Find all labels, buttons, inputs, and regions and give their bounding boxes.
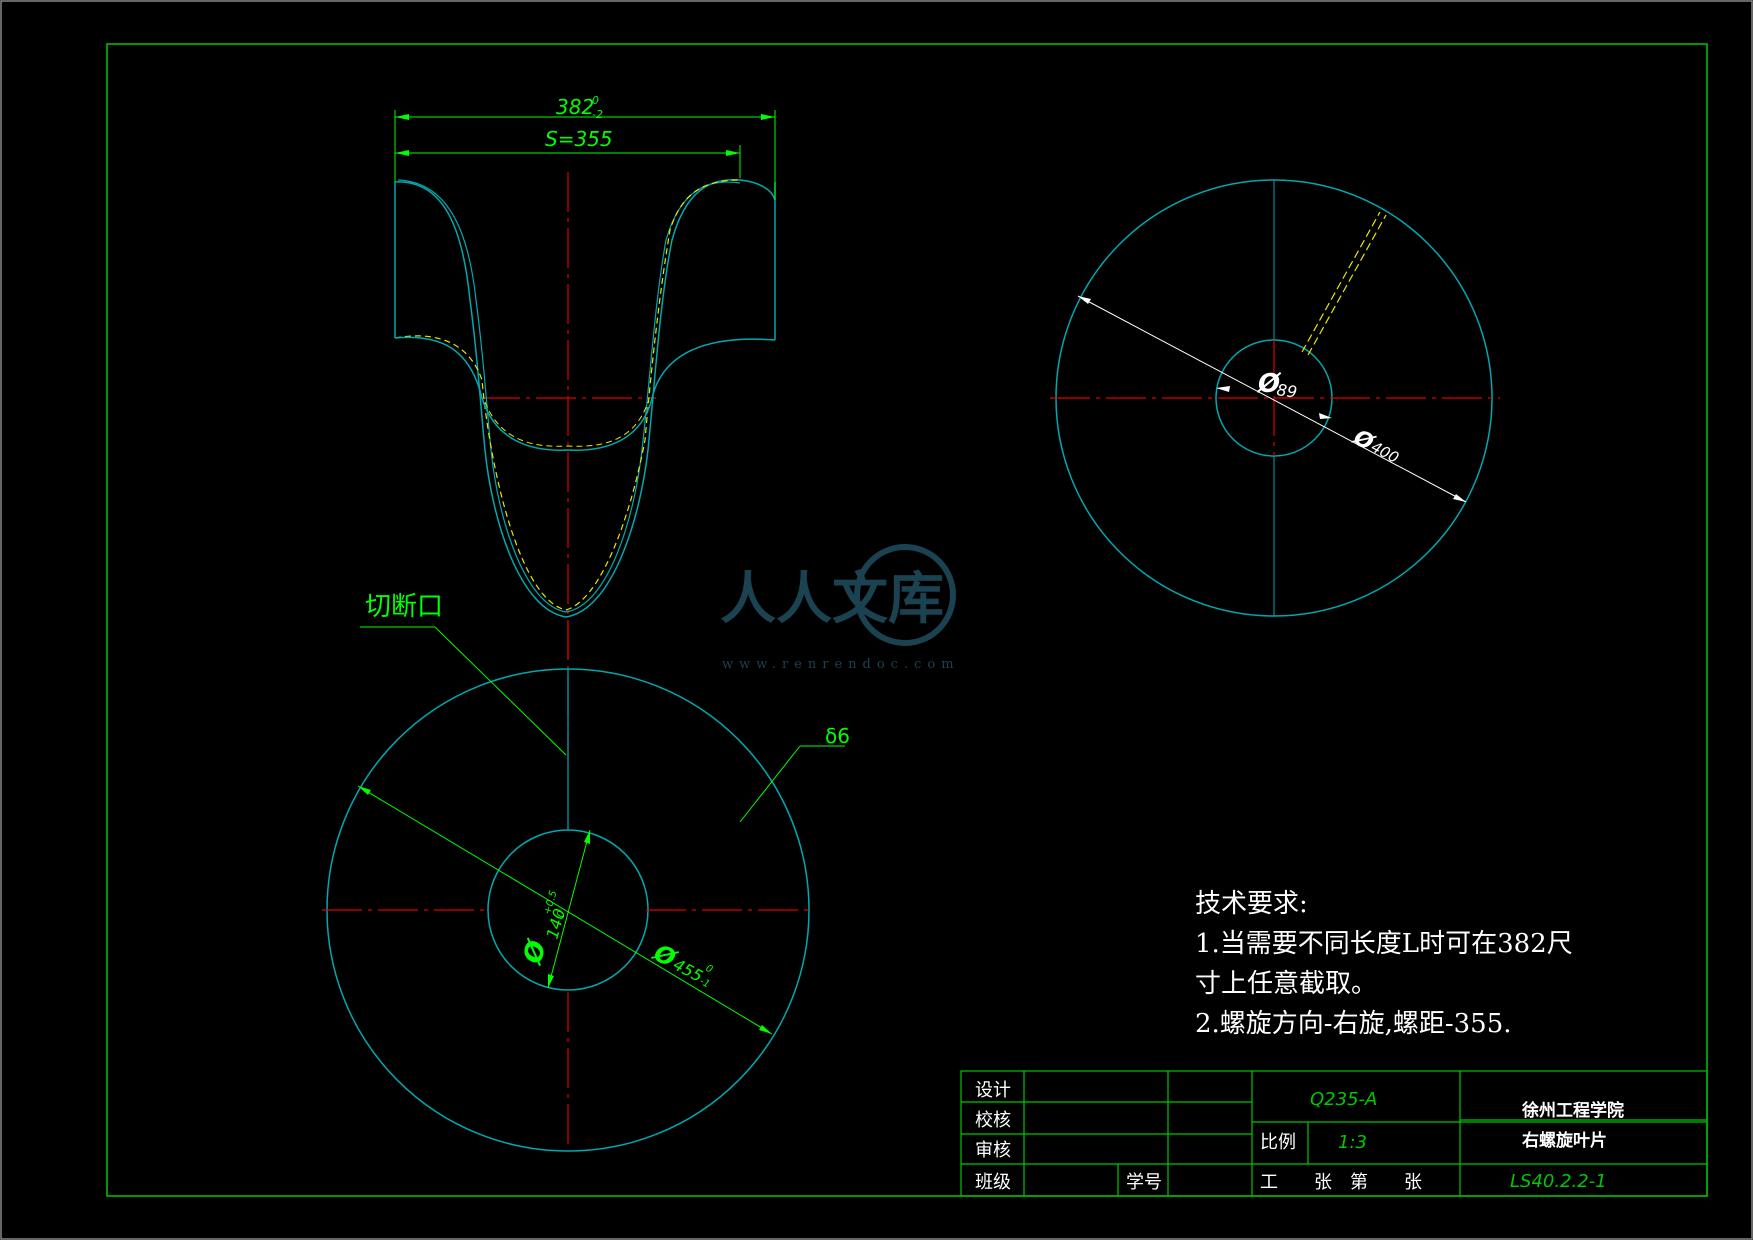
dim-455-arrow-b (759, 1025, 772, 1034)
blade-blank-view (322, 620, 845, 1152)
blade-outer-contour (394, 179, 776, 618)
watermark-text: 人人文库 (720, 567, 944, 632)
dim-pitch-arrow-left (395, 150, 409, 156)
watermark: 人人文库 www.renrendoc.com (720, 544, 960, 672)
end-view-cut-slot-a (1301, 211, 1381, 353)
dim-382-main: 382 (556, 95, 594, 119)
dim-89-arrow-b (1319, 413, 1332, 419)
tb-review: 审核 (975, 1140, 1011, 1161)
dim-455-tol-upper: 0 (704, 963, 715, 976)
thickness-leader (739, 745, 801, 823)
tb-class: 班级 (975, 1172, 1011, 1193)
dim-140-line (547, 829, 591, 989)
watermark-url: www.renrendoc.com (722, 657, 960, 672)
tb-student-no: 学号 (1126, 1172, 1162, 1193)
dim-140-symbol: Ø (517, 936, 553, 969)
cut-label: 切断口 (365, 592, 443, 622)
blade-end-view (1050, 179, 1500, 617)
dim-89-symbol: Ø (1256, 369, 1282, 399)
dim-pitch-text: S=355 (545, 127, 613, 151)
dim-382-arrow-right (761, 114, 775, 120)
dim-89-text: 89 (1275, 380, 1298, 402)
dim-400-line (1077, 295, 1467, 503)
end-view-cut-slot-b (1307, 214, 1387, 356)
tb-material: Q235-A (1310, 1089, 1377, 1110)
dim-382-arrow-left (395, 114, 409, 120)
blade-left-shoulder (394, 336, 483, 399)
tb-scale-label: 比例 (1260, 1132, 1296, 1153)
tech-req-heading: 技术要求: (1195, 889, 1308, 919)
dim-pitch-arrow-right (726, 150, 740, 156)
tb-part-name: 右螺旋叶片 (1522, 1130, 1607, 1151)
blade-outer-contour-2 (397, 179, 741, 613)
tech-req-line3: 2.螺旋方向-右旋,螺距-355. (1195, 1009, 1512, 1039)
blade-hidden-edge (394, 179, 741, 611)
tb-scale-value: 1:3 (1338, 1132, 1367, 1153)
dim-140-arrow-a (548, 974, 554, 988)
dim-400-arrow-a (1078, 296, 1091, 304)
drawing-frame (106, 43, 1708, 1197)
cut-label-leader (434, 626, 567, 756)
tb-check: 校核 (975, 1110, 1011, 1131)
tb-sheets: 工 张 第 张 (1260, 1172, 1422, 1193)
tb-design: 设计 (975, 1080, 1011, 1101)
watermark-ring (854, 544, 956, 646)
dim-89-arrow-a (1216, 386, 1230, 392)
dim-400-text: 400 (1368, 438, 1402, 467)
dim-140-tol-lower: 0 (555, 910, 567, 919)
dim-455-tol-lower: -1 (698, 976, 712, 990)
dim-455-arrow-a (358, 786, 371, 795)
thickness-label: δ6 (825, 724, 850, 748)
blade-side-view (394, 110, 776, 760)
title-block (960, 1070, 1708, 1197)
tech-req-line1: 1.当需要不同长度L时可在382尺 (1195, 929, 1573, 959)
dim-382-tol-upper: 0 (592, 94, 599, 107)
blade-inner-bowl-hidden (484, 401, 649, 447)
tech-req-line2: 寸上任意截取。 (1195, 969, 1377, 999)
dim-140-arrow-b (584, 830, 590, 844)
blank-inner-circle (487, 829, 649, 991)
blade-inner-bowl (481, 397, 653, 451)
dim-455-line (357, 785, 773, 1035)
dim-400-arrow-b (1453, 494, 1466, 502)
tb-school: 徐州工程学院 (1521, 1100, 1624, 1121)
blade-right-shoulder (651, 338, 776, 399)
dim-382-tol-lower: -2 (592, 108, 603, 121)
tb-drawing-no: LS40.2.2-1 (1510, 1171, 1607, 1192)
